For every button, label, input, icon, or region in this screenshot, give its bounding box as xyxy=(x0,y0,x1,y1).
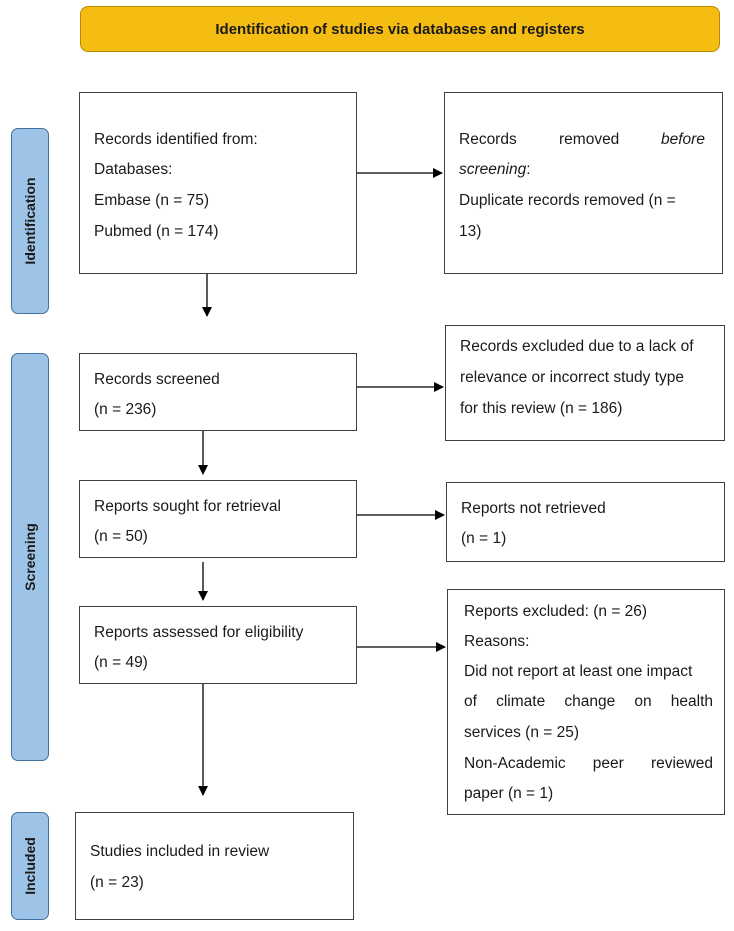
records-removed-box: Records removed before screening: Duplic… xyxy=(444,92,723,274)
records-excluded-box: Records excluded due to a lack of releva… xyxy=(445,325,725,441)
identification-banner: Identification of studies via databases … xyxy=(80,6,720,52)
included-line-1: Studies included in review xyxy=(90,843,270,860)
removed-line-2-suffix: : xyxy=(526,161,531,178)
reports-not-retrieved-box: Reports not retrieved (n = 1) xyxy=(446,482,725,562)
removed-line-3: Duplicate records removed (n = xyxy=(459,192,676,209)
identified-line-1: Records identified from: xyxy=(94,131,258,148)
removed-line-1b: removed xyxy=(559,131,620,148)
reports-excluded-line-7: paper (n = 1) xyxy=(464,785,554,802)
studies-included-box: Studies included in review (n = 23) xyxy=(75,812,354,920)
stage-screening: Screening xyxy=(11,353,49,761)
reports-excluded-line-5: services (n = 25) xyxy=(464,724,580,741)
records-screened-box: Records screened (n = 236) xyxy=(79,353,357,431)
assessed-line-1: Reports assessed for eligibility xyxy=(94,624,304,641)
removed-line-4: 13) xyxy=(459,223,482,240)
excluded-line-3: for this review (n = 186) xyxy=(460,400,623,417)
assessed-line-2: (n = 49) xyxy=(94,654,148,671)
stage-included: Included xyxy=(11,812,49,920)
reports-excluded-line-2: Reasons: xyxy=(464,633,530,650)
reports-excluded-line-6: Non-Academic peer reviewed xyxy=(464,755,713,772)
removed-line-1c: before xyxy=(661,131,705,148)
removed-line-1a: Records xyxy=(459,131,517,148)
excluded-line-1: Records excluded due to a lack of xyxy=(460,338,694,355)
reports-excluded-box: Reports excluded: (n = 26) Reasons: Did … xyxy=(447,589,725,815)
reports-sought-box: Reports sought for retrieval (n = 50) xyxy=(79,480,357,558)
sought-line-2: (n = 50) xyxy=(94,528,148,545)
removed-line-2: screening: xyxy=(459,161,531,179)
reports-excluded-line-4: of climate change on health xyxy=(464,693,713,710)
identified-line-2: Databases: xyxy=(94,161,173,178)
screened-line-1: Records screened xyxy=(94,371,220,388)
banner-title: Identification of studies via databases … xyxy=(215,20,585,38)
stage-identification: Identification xyxy=(11,128,49,314)
identified-line-4: Pubmed (n = 174) xyxy=(94,223,219,240)
reports-excluded-line-1: Reports excluded: (n = 26) xyxy=(464,603,648,620)
included-line-2: (n = 23) xyxy=(90,874,144,891)
sought-line-1: Reports sought for retrieval xyxy=(94,498,281,515)
identified-line-3: Embase (n = 75) xyxy=(94,192,210,209)
screened-line-2: (n = 236) xyxy=(94,401,157,418)
not-retrieved-line-2: (n = 1) xyxy=(461,530,507,547)
reports-excluded-line-3: Did not report at least one impact xyxy=(464,663,693,680)
records-identified-box: Records identified from: Databases: Emba… xyxy=(79,92,357,274)
excluded-line-2: relevance or incorrect study type xyxy=(460,369,684,386)
not-retrieved-line-1: Reports not retrieved xyxy=(461,500,606,517)
reports-assessed-box: Reports assessed for eligibility (n = 49… xyxy=(79,606,357,684)
removed-line-2-italic: screening xyxy=(459,161,527,178)
